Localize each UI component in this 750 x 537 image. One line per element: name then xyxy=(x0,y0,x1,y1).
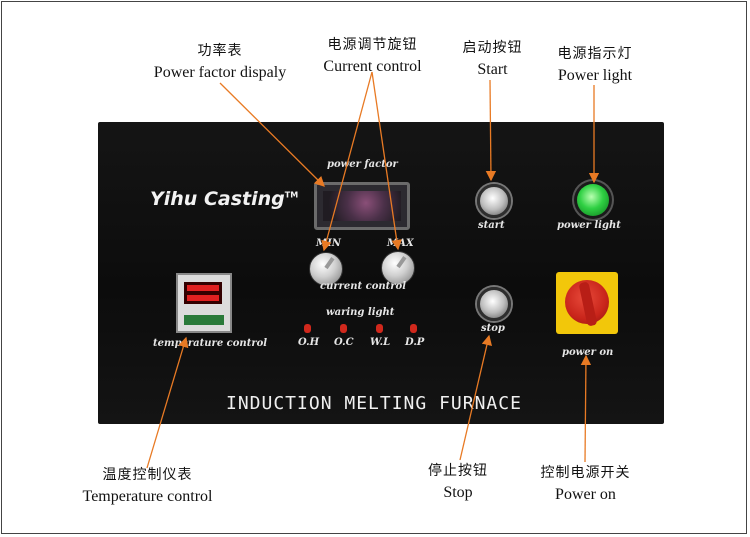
callout-power-factor-cn: 功率表 xyxy=(197,43,243,59)
led-oh-label: O.H xyxy=(298,337,320,348)
callout-power-on-en: Power on xyxy=(555,486,616,503)
callout-power-factor-en: Power factor dispaly xyxy=(153,64,287,81)
arrow-current-control-max xyxy=(371,71,402,251)
callout-stop-en: Stop xyxy=(443,484,473,501)
stop-label: stop xyxy=(481,323,505,334)
led-wl-label: W.L xyxy=(370,337,391,348)
callout-start: 启动按钮 Start xyxy=(455,37,530,81)
brand-name: Yihu Casting xyxy=(150,188,285,210)
power-factor-label: power factor xyxy=(327,159,398,170)
start-label: start xyxy=(478,220,505,231)
callout-temperature-control-en: Temperature control xyxy=(82,488,213,505)
led-dp xyxy=(410,324,417,333)
arrow-current-control-min xyxy=(321,71,373,252)
callout-start-en: Start xyxy=(477,61,508,78)
callout-temperature-control: 温度控制仪表 Temperature control xyxy=(60,464,235,508)
arrow-stop xyxy=(459,334,492,461)
power-on-switch[interactable] xyxy=(556,272,618,334)
callout-current-control: 电源调节旋钮 Current control xyxy=(305,34,440,78)
current-control-min-knob[interactable] xyxy=(309,252,343,286)
power-light-label: power light xyxy=(557,220,621,231)
power-on-label: power on xyxy=(562,347,614,358)
start-button[interactable] xyxy=(477,184,511,218)
arrow-power-on xyxy=(580,354,592,463)
callout-power-light-cn: 电源指示灯 xyxy=(557,46,633,62)
arrow-start xyxy=(485,79,497,182)
led-wl xyxy=(376,324,383,333)
arrow-power-factor xyxy=(219,82,325,187)
waring-light-label: waring light xyxy=(326,307,395,318)
brand-trademark: TM xyxy=(284,190,299,200)
arrow-temperature-control xyxy=(146,336,189,469)
callout-stop: 停止按钮 Stop xyxy=(418,460,498,504)
callout-current-control-cn: 电源调节旋钮 xyxy=(327,37,418,53)
callout-power-factor: 功率表 Power factor dispaly xyxy=(135,40,305,84)
temperature-control-label: temperature control xyxy=(153,338,268,349)
stop-button[interactable] xyxy=(477,287,511,321)
callout-power-on-cn: 控制电源开关 xyxy=(540,465,631,481)
callout-power-on: 控制电源开关 Power on xyxy=(528,462,643,506)
callout-temperature-control-cn: 温度控制仪表 xyxy=(102,467,193,483)
power-light-lamp xyxy=(577,184,609,216)
current-control-max-knob[interactable] xyxy=(381,251,415,285)
callout-power-light-en: Power light xyxy=(557,67,633,84)
led-oc xyxy=(340,324,347,333)
led-dp-label: D.P xyxy=(405,337,425,348)
callout-start-cn: 启动按钮 xyxy=(462,40,523,56)
led-oh xyxy=(304,324,311,333)
current-control-label: current control xyxy=(320,281,407,292)
callout-power-light: 电源指示灯 Power light xyxy=(540,43,650,87)
led-oc-label: O.C xyxy=(334,337,354,348)
callout-current-control-en: Current control xyxy=(323,58,422,75)
brand-logo: Yihu CastingTM xyxy=(150,188,298,210)
callout-stop-cn: 停止按钮 xyxy=(428,463,488,479)
temperature-controller xyxy=(176,273,232,333)
machine-title: INDUCTION MELTING FURNACE xyxy=(226,393,522,414)
